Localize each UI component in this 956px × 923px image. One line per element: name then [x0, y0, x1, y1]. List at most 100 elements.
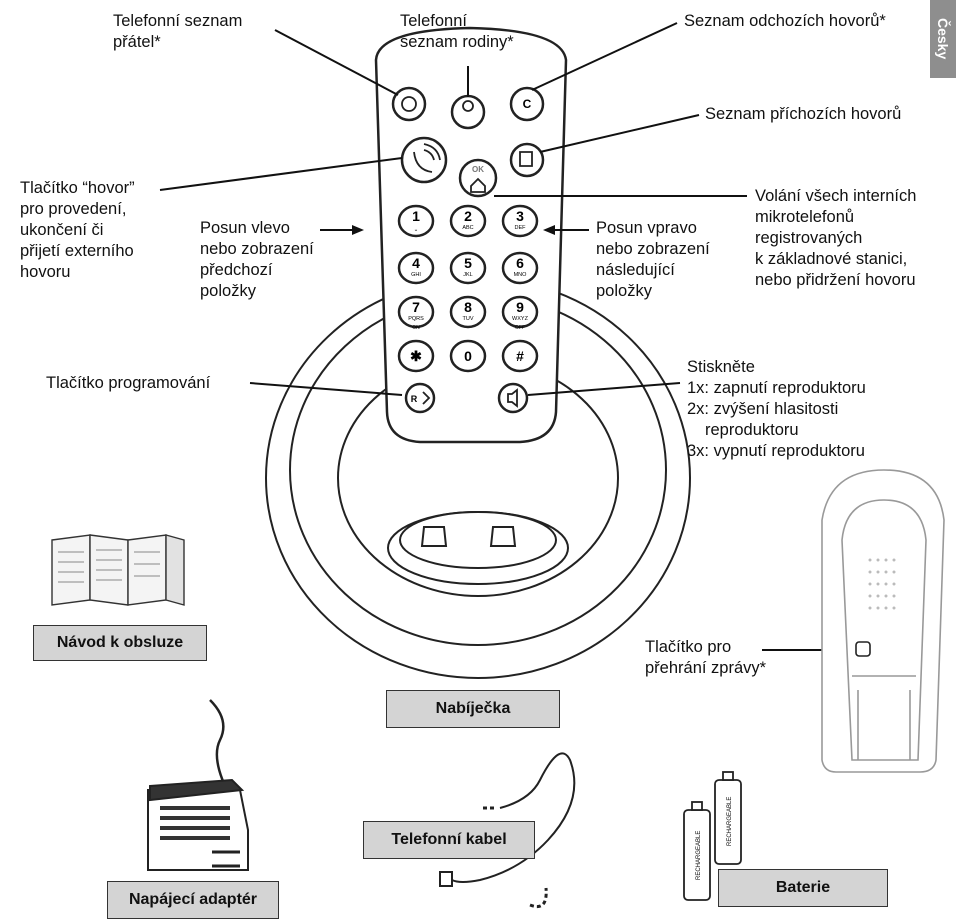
- smiley-icon: [401, 96, 417, 112]
- callout-line: 1x: zapnutí reproduktoru: [687, 379, 866, 397]
- callout-speaker: Stiskněte 1x: zapnutí reproduktoru 2x: z…: [687, 357, 866, 462]
- keypad-key[interactable]: [397, 295, 435, 329]
- clear-key[interactable]: [509, 86, 545, 122]
- keypad-key-digit: 7: [412, 299, 420, 315]
- callout-line: k základnové stanici,: [755, 250, 908, 268]
- key7-on-label: ON: [412, 325, 420, 331]
- callout-line: Tlačítko programování: [46, 374, 211, 392]
- callout-line: položky: [596, 282, 652, 300]
- callout-call-button: Tlačítko “hovor” pro provedení, ukončení…: [20, 178, 135, 283]
- keypad-key-letters: WXYZ: [512, 316, 529, 322]
- phone-waves-icon: [423, 143, 441, 161]
- batteries-image: [683, 771, 742, 901]
- callout-message-button: Tlačítko pro přehrání zprávy*: [645, 637, 766, 679]
- friends-phonebook-key[interactable]: [391, 86, 427, 122]
- callout-line: registrovaných: [755, 229, 863, 247]
- keypad-key[interactable]: [397, 204, 435, 238]
- callout-line: Stiskněte: [687, 358, 755, 376]
- speaker-icon: [507, 388, 518, 408]
- callout-scroll-right: Posun vpravo nebo zobrazení následující …: [596, 218, 710, 302]
- callout-line: seznam rodiny*: [400, 33, 514, 51]
- keypad-key-digit: 8: [464, 299, 472, 315]
- key9-off-label: OFF: [515, 325, 525, 331]
- keypad-key-digit: 9: [516, 299, 524, 315]
- callout-line: položky: [200, 282, 256, 300]
- keypad-key-digit: #: [516, 348, 524, 364]
- keypad-key[interactable]: [449, 295, 487, 329]
- charger-base: [265, 277, 691, 679]
- callout-line: Tlačítko “hovor”: [20, 179, 135, 197]
- keypad-key-letters: ABC: [462, 225, 473, 231]
- incoming-calls-icon: [519, 151, 533, 167]
- callout-line: přijetí externího: [20, 242, 134, 260]
- keypad-key-digit: 4: [412, 255, 420, 271]
- keypad-key[interactable]: [449, 339, 487, 373]
- label-box-charger: Nabíječka: [386, 690, 560, 728]
- ok-key-label: OK: [472, 165, 484, 174]
- clear-key-label: C: [523, 97, 532, 111]
- program-key[interactable]: [404, 382, 436, 414]
- callout-line: přehrání zprávy*: [645, 659, 767, 677]
- callout-line: přátel*: [113, 33, 161, 51]
- callout-line: nebo zobrazení: [596, 240, 710, 258]
- keypad-key-letters: GHI: [411, 272, 421, 278]
- label-box-cable: Telefonní kabel: [363, 821, 535, 859]
- callout-line: pro provedení,: [20, 200, 127, 218]
- message-play-key[interactable]: [855, 641, 871, 657]
- keypad-key[interactable]: [501, 295, 539, 329]
- callout-line: následující: [596, 261, 675, 279]
- keypad-key[interactable]: [501, 251, 539, 285]
- keypad-key[interactable]: [501, 339, 539, 373]
- callout-line: 3x: vypnutí reproduktoru: [687, 442, 865, 460]
- label-box-manual: Návod k obsluze: [33, 625, 207, 661]
- callout-family-phonebook: Telefonní seznam rodiny*: [400, 11, 514, 53]
- keypad-key[interactable]: [501, 204, 539, 238]
- keypad-key-digit: 3: [516, 208, 524, 224]
- telephone-cable-image: [439, 752, 576, 909]
- speaker-key[interactable]: [497, 382, 529, 414]
- function-keys: [391, 86, 545, 414]
- house-call-icon: [470, 177, 486, 193]
- callout-line: mikrotelefonů: [755, 208, 855, 226]
- callout-line: 2x: zvýšení hlasitosti: [687, 400, 839, 418]
- arrowheads: [352, 225, 555, 235]
- callout-line: Seznam příchozích hovorů: [705, 105, 902, 123]
- incoming-calls-key[interactable]: [509, 142, 545, 178]
- callout-line: Telefonní seznam: [113, 12, 243, 30]
- callout-friends-phonebook: Telefonní seznam přátel*: [113, 11, 242, 53]
- callout-line: nebo přidržení hovoru: [755, 271, 916, 289]
- callout-line: Telefonní: [400, 12, 467, 30]
- label-box-adapter: Napájecí adaptér: [107, 881, 279, 919]
- callout-line: Tlačítko pro: [645, 638, 732, 656]
- callout-intercom: Volání všech interních mikrotelefonů reg…: [755, 186, 916, 291]
- family-icon: [462, 100, 474, 112]
- keypad-key-digit: 0: [464, 348, 472, 364]
- battery-label-2: RECHARGEABLE: [727, 797, 733, 846]
- keypad-key-letters: JKL: [463, 272, 472, 278]
- keypad-key-digit: 5: [464, 255, 472, 271]
- keypad-key-digit: 1: [412, 208, 420, 224]
- keypad-key[interactable]: [397, 339, 435, 373]
- battery-label-1: RECHARGEABLE: [696, 831, 702, 880]
- keypad-key-letters: TUV: [463, 316, 474, 322]
- phone-handset-icon: [413, 151, 433, 173]
- callout-line: ukončení či: [20, 221, 104, 239]
- program-key-label: R: [411, 394, 418, 404]
- callout-program-button: Tlačítko programování: [46, 373, 210, 394]
- label-box-batteries: Baterie: [718, 869, 888, 907]
- handset-back-view: [821, 469, 945, 773]
- callout-line: Volání všech interních: [755, 187, 917, 205]
- callout-line: hovoru: [20, 263, 71, 281]
- callout-outgoing-calls: Seznam odchozích hovorů*: [684, 11, 886, 32]
- keypad-key[interactable]: [397, 251, 435, 285]
- callout-line: Seznam odchozích hovorů*: [684, 12, 886, 30]
- keypad-key[interactable]: [449, 204, 487, 238]
- program-arrow-icon: [422, 391, 431, 405]
- callout-line: nebo zobrazení: [200, 240, 314, 258]
- callout-line: reproduktoru: [705, 421, 799, 439]
- keypad-key-digit: 2: [464, 208, 472, 224]
- keypad-key[interactable]: [449, 251, 487, 285]
